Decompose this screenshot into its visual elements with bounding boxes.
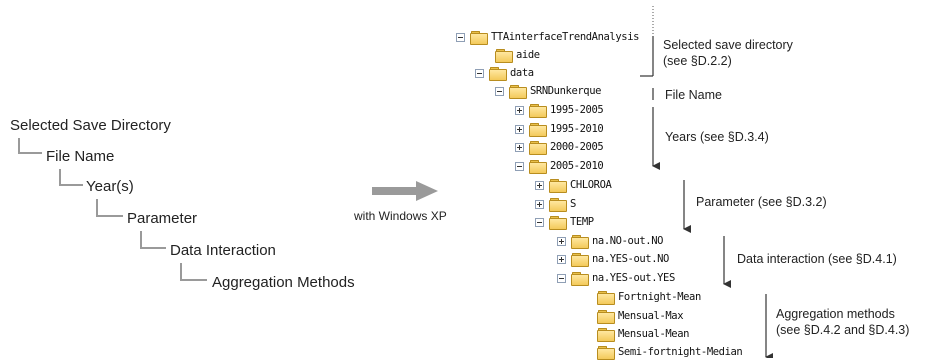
tree-node[interactable]: 2005-2010 (515, 158, 604, 174)
tree-node-label: aide (516, 49, 540, 61)
tree-node[interactable]: TEMP (535, 214, 594, 230)
transition-caption: with Windows XP (354, 209, 447, 223)
annotation-data-interaction: Data interaction (see §D.4.1) (737, 252, 897, 266)
hierarchy-level-parameter: Parameter (127, 210, 198, 227)
folder-icon (571, 252, 589, 267)
folder-icon (549, 197, 567, 212)
tree-node[interactable]: 1995-2010 (515, 121, 604, 137)
tree-node-label: Semi-fortnight-Median (618, 346, 743, 358)
annotation-aggregation-line1: Aggregation methods (776, 307, 895, 321)
tree-node-label: 2000-2005 (550, 141, 604, 153)
tree-node-label: TTAinterfaceTrendAnalysis (491, 31, 640, 43)
hierarchy-level-file-name: File Name (46, 148, 115, 165)
tree-node[interactable]: 2000-2005 (515, 139, 604, 155)
hierarchy-connector (96, 199, 123, 217)
annotation-years: Years (see §D.3.4) (665, 130, 769, 144)
tree-node-label: Mensual-Max (618, 310, 684, 322)
tree-node[interactable]: na.YES-out.NO (557, 251, 669, 267)
tree-node[interactable]: 1995-2005 (515, 102, 604, 118)
expand-icon[interactable] (535, 180, 544, 190)
folder-icon (597, 345, 615, 360)
folder-icon (489, 66, 507, 81)
annotation-aggregation: Aggregation methods (see §D.4.2 and §D.4… (776, 306, 909, 338)
annotation-save-directory-line1: Selected save directory (663, 38, 793, 52)
folder-icon (529, 159, 547, 174)
tree-node-label: 2005-2010 (550, 160, 604, 172)
annotation-save-directory: Selected save directory (see §D.2.2) (663, 37, 793, 69)
folder-icon (529, 103, 547, 118)
collapse-icon[interactable] (475, 68, 484, 78)
hierarchy-level-years: Year(s) (86, 178, 134, 195)
collapse-icon[interactable] (495, 86, 504, 96)
tree-node[interactable]: Fortnight-Mean (597, 289, 701, 305)
hierarchy-connector (18, 138, 42, 154)
folder-icon (529, 122, 547, 137)
tree-node-label: Fortnight-Mean (618, 291, 701, 303)
tree-node-label: 1995-2005 (550, 104, 604, 116)
hierarchy-level-save-directory: Selected Save Directory (10, 117, 171, 134)
collapse-icon[interactable] (535, 217, 544, 227)
tree-node[interactable]: S (535, 196, 576, 212)
transition-arrow-icon (372, 181, 438, 201)
folder-icon (597, 290, 615, 305)
folder-icon (549, 178, 567, 193)
folder-icon (470, 30, 488, 45)
tree-node[interactable]: data (475, 65, 534, 81)
expand-icon[interactable] (515, 142, 524, 152)
tree-node-label: S (570, 198, 576, 210)
tree-node[interactable]: TTAinterfaceTrendAnalysis (456, 29, 639, 45)
tree-node-label: data (510, 67, 534, 79)
hierarchy-level-data-interaction: Data Interaction (170, 242, 276, 259)
expand-icon[interactable] (515, 124, 524, 134)
collapse-icon[interactable] (557, 273, 566, 283)
tree-node[interactable]: Mensual-Mean (597, 326, 689, 342)
collapse-icon[interactable] (515, 161, 524, 171)
tree-node[interactable]: SRNDunkerque (495, 83, 601, 99)
folder-icon (597, 309, 615, 324)
tree-node[interactable]: Mensual-Max (597, 308, 684, 324)
annotation-parameter: Parameter (see §D.3.2) (696, 195, 827, 209)
folder-icon (529, 140, 547, 155)
annotation-file-name: File Name (665, 88, 722, 102)
expand-icon[interactable] (557, 236, 566, 246)
tree-node-label: Mensual-Mean (618, 328, 690, 340)
tree-node-label: na.NO-out.NO (592, 235, 664, 247)
folder-icon (597, 327, 615, 342)
expand-icon[interactable] (557, 254, 566, 264)
tree-node-label: SRNDunkerque (530, 85, 602, 97)
tree-node-label: CHLOROA (570, 179, 612, 191)
collapse-icon[interactable] (456, 32, 465, 42)
folder-icon (495, 48, 513, 63)
expand-icon[interactable] (535, 199, 544, 209)
tree-node-label: TEMP (570, 216, 594, 228)
hierarchy-connector (180, 263, 207, 281)
hierarchy-connector (59, 169, 83, 186)
tree-node[interactable]: Semi-fortnight-Median (597, 344, 743, 360)
hierarchy-connector (140, 231, 166, 249)
tree-node[interactable]: CHLOROA (535, 177, 612, 193)
tree-node[interactable]: na.NO-out.NO (557, 233, 663, 249)
folder-icon (549, 215, 567, 230)
tree-node-label: na.YES-out.YES (592, 272, 675, 284)
expand-icon[interactable] (515, 105, 524, 115)
annotation-save-directory-line2: (see §D.2.2) (663, 54, 732, 68)
folder-icon (571, 234, 589, 249)
hierarchy-level-aggregation-methods: Aggregation Methods (212, 274, 355, 291)
tree-node-label: na.YES-out.NO (592, 253, 669, 265)
tree-node-label: 1995-2010 (550, 123, 604, 135)
folder-icon (509, 84, 527, 99)
folder-icon (571, 271, 589, 286)
annotation-aggregation-line2: (see §D.4.2 and §D.4.3) (776, 323, 910, 337)
tree-node[interactable]: na.YES-out.YES (557, 270, 675, 286)
tree-node[interactable]: aide (495, 47, 540, 63)
